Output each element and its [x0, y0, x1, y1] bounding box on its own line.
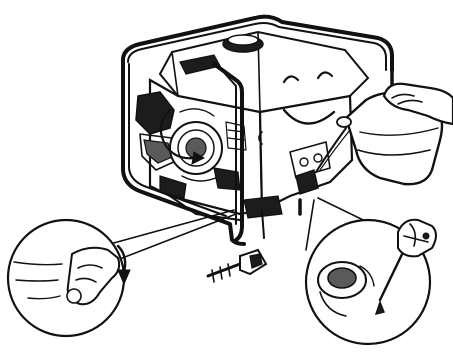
- filler-detail-callout: [306, 198, 436, 344]
- fuel-cap: [223, 35, 263, 52]
- drain-detail-callout: [8, 210, 236, 336]
- drain-bolt: [208, 250, 266, 282]
- alternator-housing: [260, 96, 352, 210]
